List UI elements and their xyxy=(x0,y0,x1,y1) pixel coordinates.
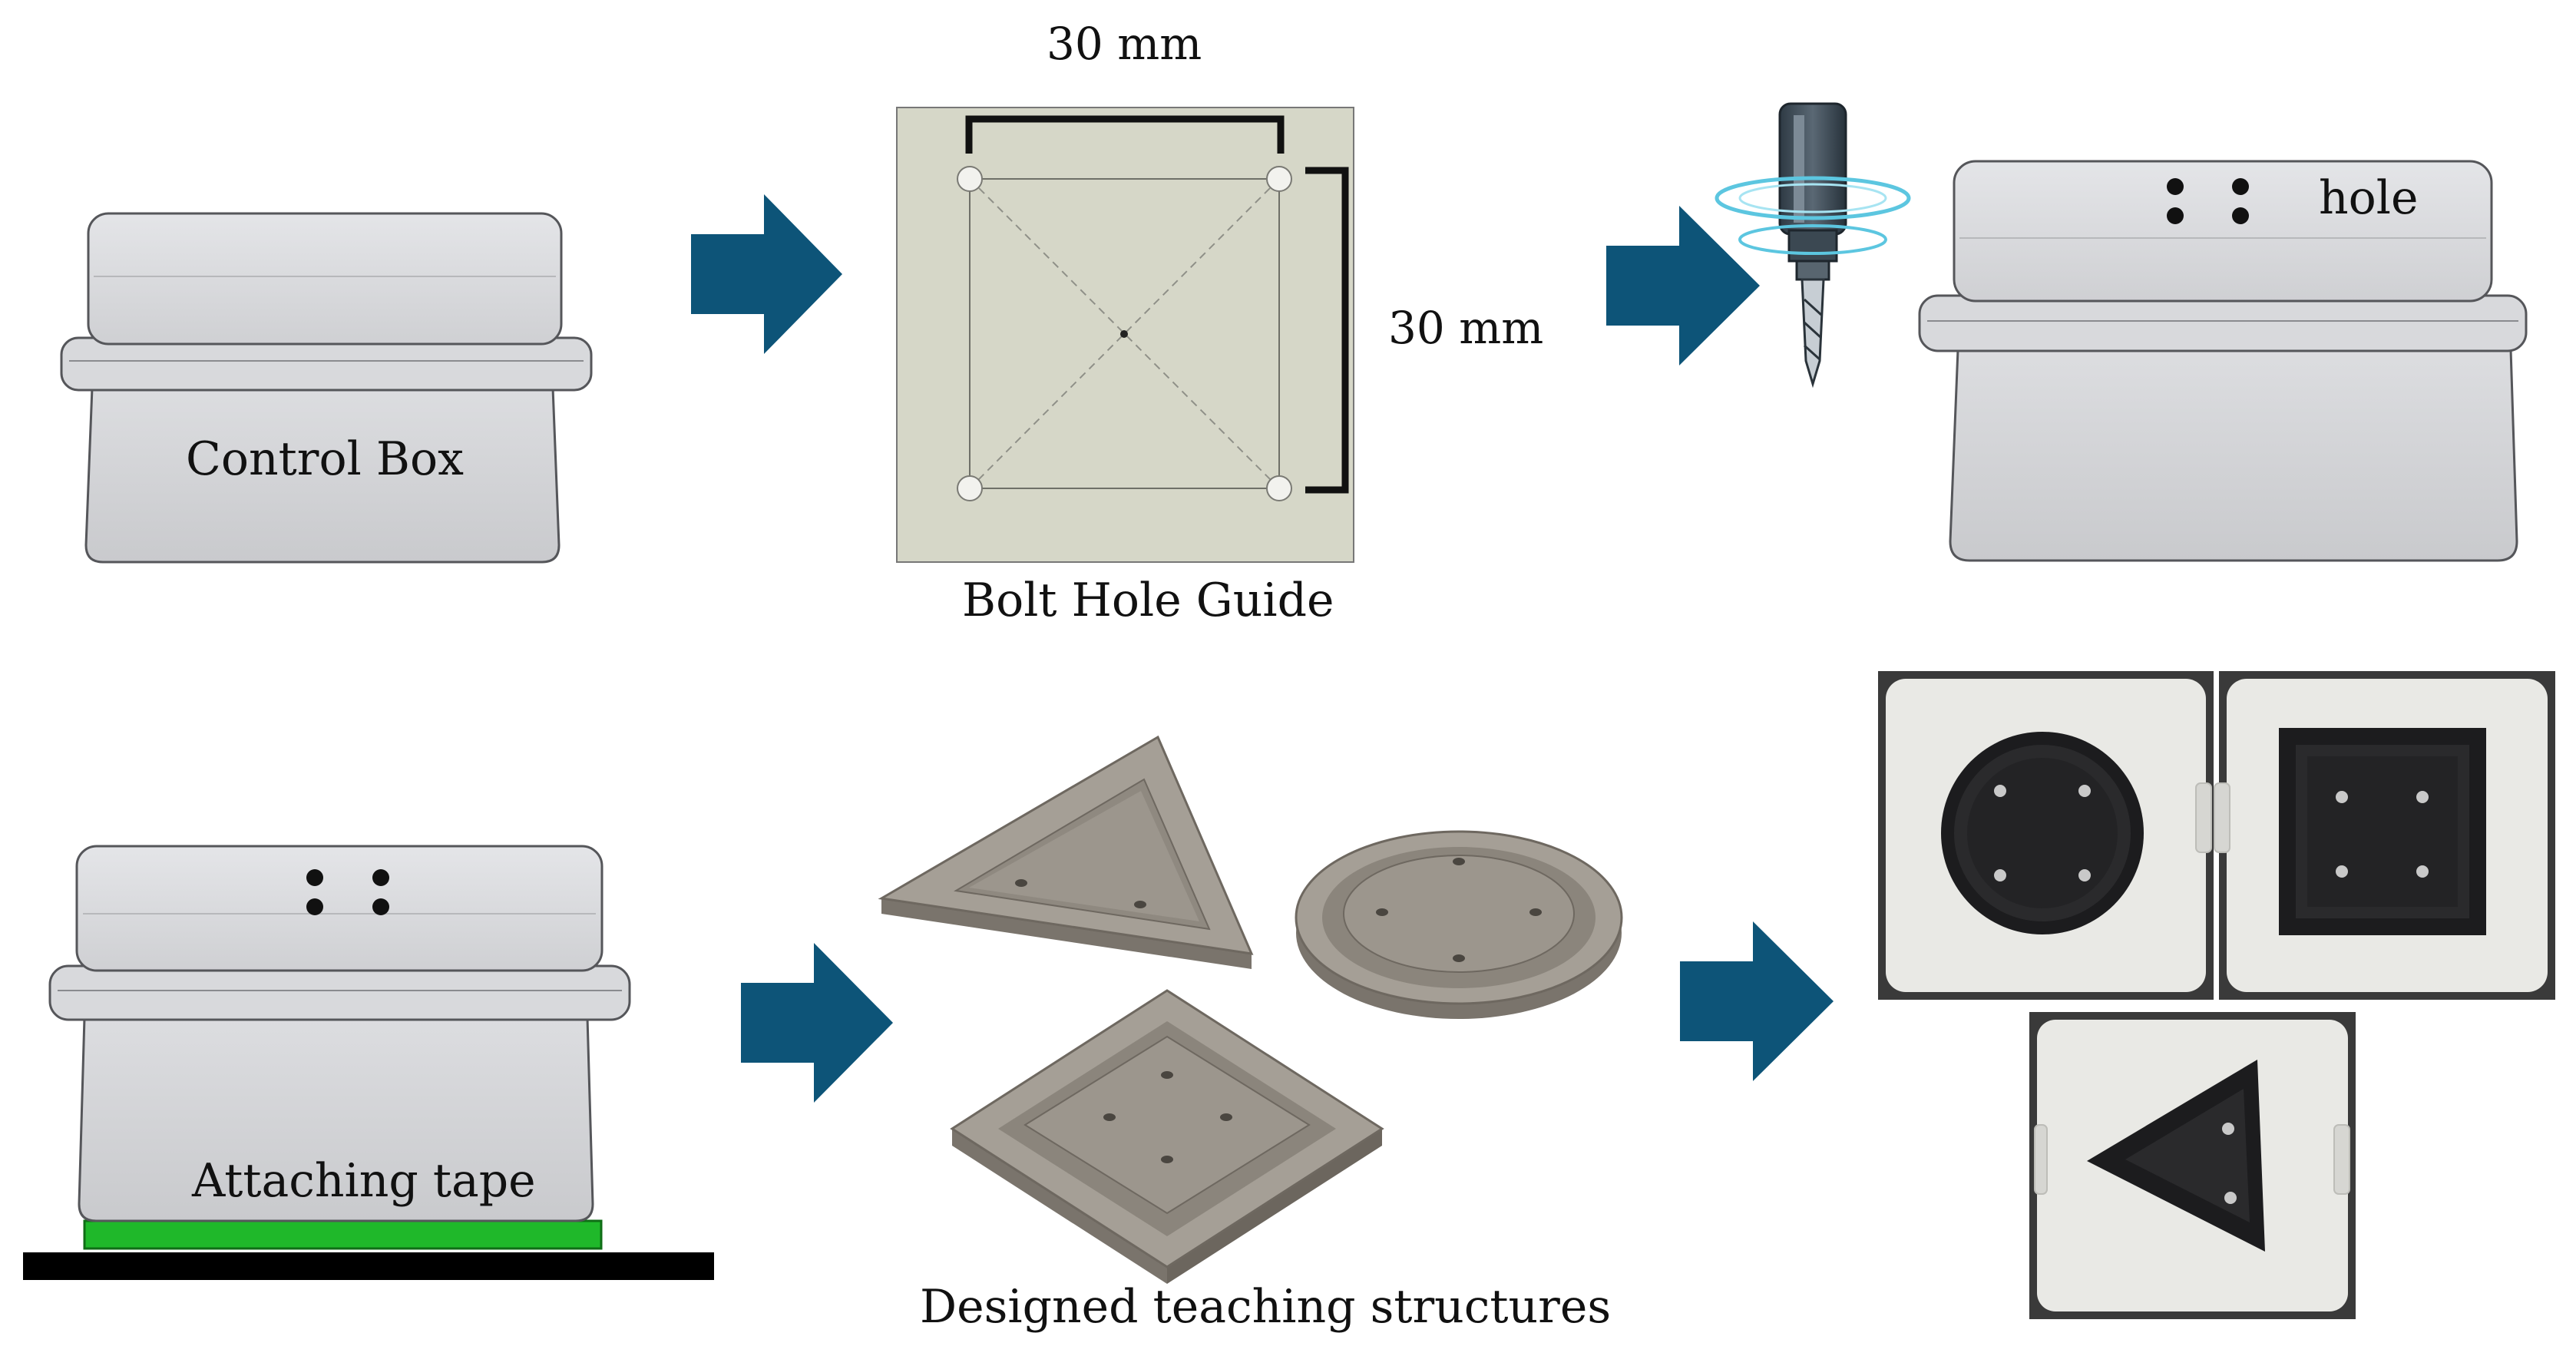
printed-square xyxy=(950,989,1384,1284)
drill-icon xyxy=(1715,102,1911,389)
arrow-right-icon xyxy=(1680,921,1834,1081)
attaching-tape-label: Attaching tape xyxy=(192,1154,536,1208)
dimension-side-label: 30 mm xyxy=(1388,302,1544,354)
photo-triangle-structure xyxy=(2029,1012,2356,1319)
drilled-box xyxy=(1918,160,2528,562)
hole-label: hole xyxy=(2319,171,2419,225)
control-box-label: Control Box xyxy=(186,432,464,486)
dimension-top-label: 30 mm xyxy=(1047,18,1202,70)
designed-structures-label: Designed teaching structures xyxy=(920,1280,1612,1334)
bolt-hole-guide-label: Bolt Hole Guide xyxy=(962,574,1334,627)
arrow-right-icon xyxy=(741,943,893,1103)
arrow-right-icon xyxy=(1606,206,1760,365)
arrow-right-icon xyxy=(691,194,842,354)
bolt-hole-guide xyxy=(896,107,1354,563)
photo-square-structure xyxy=(2214,671,2555,1000)
photo-circle-structure xyxy=(1878,671,2214,1000)
printed-triangle xyxy=(878,735,1254,969)
taped-box xyxy=(23,845,714,1280)
control-box xyxy=(60,212,593,564)
printed-circle xyxy=(1295,830,1623,1019)
